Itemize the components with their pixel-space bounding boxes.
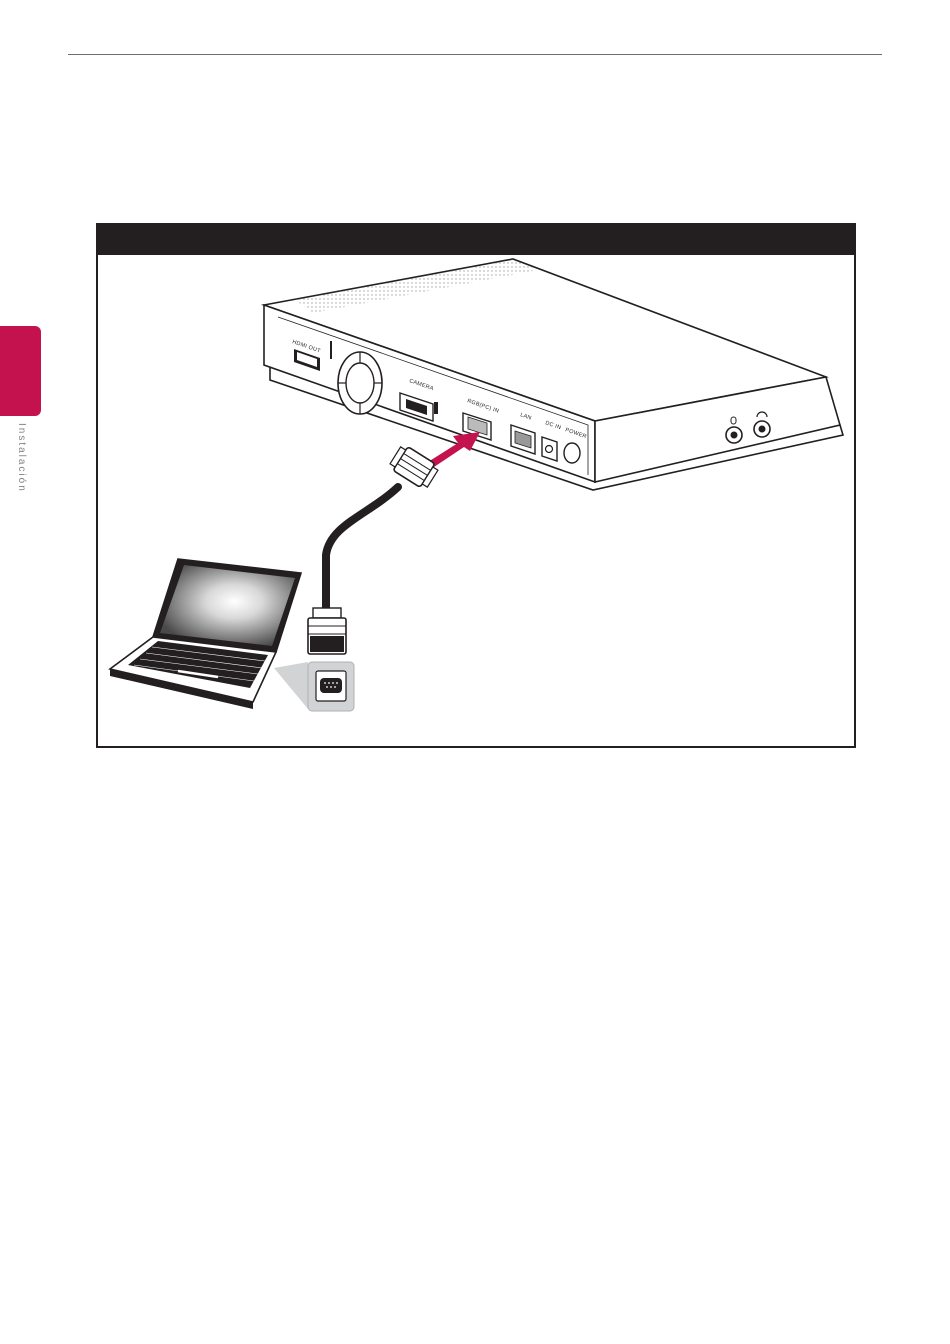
device-box: HDMI OUT CAMERA RGB(PC) IN [264, 259, 843, 490]
vga-connector-top [388, 443, 440, 490]
power-button [564, 443, 580, 463]
vga-cable [308, 443, 440, 654]
vga-connector-bottom [308, 608, 346, 654]
section-tab [0, 326, 41, 416]
connection-illustration: HDMI OUT CAMERA RGB(PC) IN [98, 225, 854, 746]
fan-grille [338, 352, 382, 414]
dc-in-port [542, 437, 557, 461]
header-rule [68, 54, 882, 55]
connection-figure: HDMI OUT CAMERA RGB(PC) IN [96, 223, 856, 748]
section-label: Instalación [16, 423, 27, 493]
vga-port-callout [274, 662, 354, 711]
laptop [110, 559, 301, 709]
